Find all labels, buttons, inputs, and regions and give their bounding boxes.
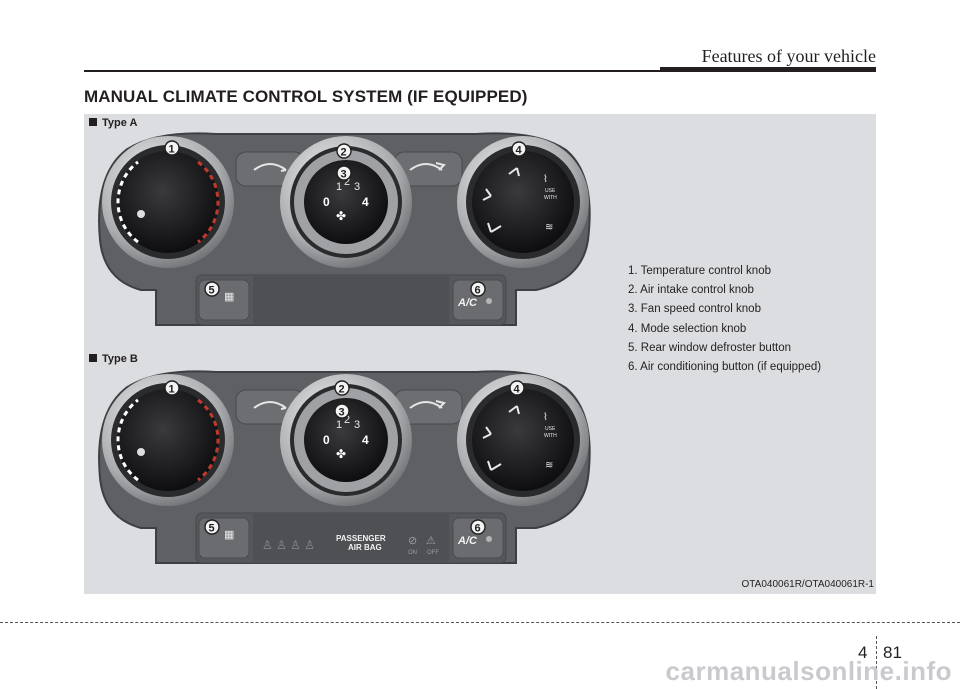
airbag-on-label: ON [408,550,417,556]
ac-indicator-light [486,536,492,542]
ac-button-label: A/C [457,297,478,309]
temperature-knob-type-a[interactable] [102,136,234,268]
type-b-label-text: Type B [102,353,138,365]
use-label: USE [545,426,556,432]
bullet-square-icon [89,118,97,126]
footer-divider [0,622,960,623]
bullet-square-icon [89,354,97,362]
type-a-label: Type A [89,117,137,129]
ac-indicator-light [486,298,492,304]
defrost-floor-icon: ⌇ [543,174,548,185]
fan-speed-2-label: 2 [344,176,350,188]
fan-speed-0-label: 0 [323,195,330,209]
fan-speed-4-label: 4 [362,433,369,447]
fan-speed-2-label: 2 [344,414,350,426]
legend-item: 6. Air conditioning button (if equipped) [628,361,822,374]
fan-speed-3-label: 3 [354,419,360,431]
ac-button[interactable] [452,279,504,321]
chapter-number: 4 [858,643,868,662]
type-a-label-text: Type A [102,117,138,129]
air-intake-knob-type-a[interactable]: 1 2 3 0 4 ✤ [280,136,412,268]
defrost-icon: ≋ [545,222,553,233]
floor-mode-icon [487,460,502,471]
face-mode-icon [482,188,492,201]
with-label: WITH [544,433,557,439]
recirculate-icon [253,163,287,172]
callout-legend: 1. Temperature control knob 2. Air intak… [628,262,821,377]
legend-item: 2. Air intake control knob [628,284,754,297]
figure-caption: OTA040061R/OTA040061R-1 [741,579,874,590]
recirculate-icon [253,401,287,410]
airbag-off-label: OFF [427,550,439,556]
fan-icon: ✤ [336,447,346,461]
bi-level-mode-icon [508,167,520,177]
header-section-title: Features of your vehicle [701,46,876,66]
mode-selection-knob-type-a[interactable]: USE WITH ⌇ ≋ [457,136,589,268]
use-label: USE [545,188,556,194]
mode-selection-knob-type-b[interactable]: USE WITH ⌇ ≋ [457,374,589,506]
seat-occupant-icons: ♙ ♙ ♙ ♙ [262,538,315,552]
climate-panel-type-b: 1 2 3 0 4 ✤ USE WITH ⌇ ≋ ▦ ♙ ♙ ♙ ♙ PASSE… [98,370,591,564]
fan-speed-4-label: 4 [362,195,369,209]
header-divider-accent [660,67,876,72]
fan-speed-3-label: 3 [354,181,360,193]
airbag-indicator-strip [253,513,449,563]
floor-mode-icon [487,222,502,233]
legend-item: 4. Mode selection knob [628,322,747,335]
defrost-icon: ≋ [545,460,553,471]
lower-center-blank [253,275,449,325]
with-label: WITH [544,195,557,201]
legend-item: 5. Rear window defroster button [628,341,792,354]
defrost-floor-icon: ⌇ [543,412,548,423]
airbag-on-icon: ⚠ [426,535,436,547]
ac-button-label: A/C [457,535,478,547]
rear-defrost-icon: ▦ [224,291,234,303]
fan-icon: ✤ [336,209,346,223]
legend-item: 1. Temperature control knob [628,265,771,277]
page-number-divider [876,636,877,689]
airbag-label-line2: AIR BAG [348,543,382,552]
climate-panel-type-a: 1 2 3 0 4 ✤ USE WITH ⌇ ≋ ▦ A/C [98,132,591,326]
legend-item: 3. Fan speed control knob [628,303,761,316]
airbag-off-icon: ⊘ [408,535,417,547]
type-b-label: Type B [89,353,138,365]
airbag-label-line1: PASSENGER [336,534,386,543]
air-intake-knob-type-b[interactable]: 1 2 3 0 4 ✤ [280,374,412,506]
fan-speed-1-label: 1 [336,419,342,431]
fresh-air-icon [409,162,446,171]
fan-speed-0-label: 0 [323,433,330,447]
watermark: carmanualsonline.info [665,656,952,686]
face-mode-icon [482,426,492,439]
rear-defrost-icon: ▦ [224,529,234,541]
page-title: MANUAL CLIMATE CONTROL SYSTEM (IF EQUIPP… [84,87,528,106]
bi-level-mode-icon [508,405,520,415]
fan-speed-1-label: 1 [336,181,342,193]
ac-button[interactable] [452,517,504,559]
temperature-knob-type-b[interactable] [102,374,234,506]
page-number: 81 [883,643,902,662]
fresh-air-icon [409,400,446,409]
header-divider [84,70,876,72]
